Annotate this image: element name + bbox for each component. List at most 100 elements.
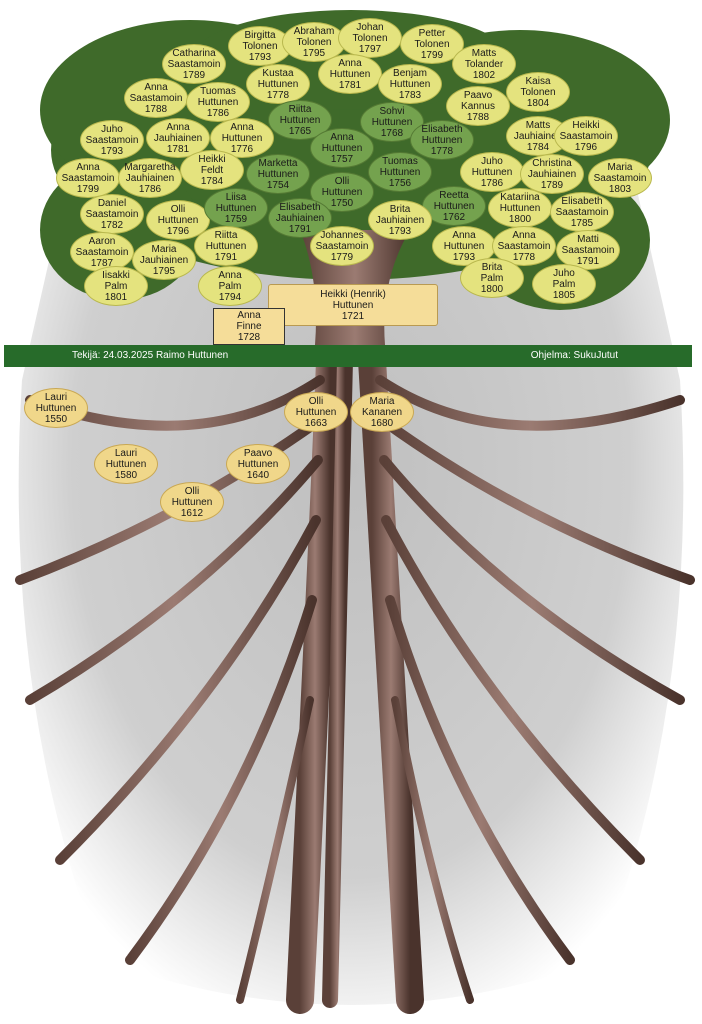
descendant-node[interactable]: Kustaa Huttunen 1778	[246, 64, 310, 104]
person-label: Margaretha Jauhiainen 1786	[124, 161, 176, 195]
person-label: Riitta Huttunen 1791	[205, 229, 247, 263]
person-label: Elisabeth Huttunen 1778	[421, 123, 463, 157]
descendant-node[interactable]: Reetta Huttunen 1762	[422, 186, 486, 226]
descendant-node[interactable]: Margaretha Jauhiainen 1786	[118, 158, 182, 198]
root-left	[236, 696, 314, 1004]
person-label: Anna Jauhiainen 1781	[153, 121, 203, 155]
descendant-node[interactable]: Aaron Saastamoin 1787	[70, 232, 134, 272]
ancestor-node[interactable]: Lauri Huttunen 1550	[24, 388, 88, 428]
person-label: Elisabeth Jauhiainen 1791	[275, 201, 325, 235]
person-label: Brita Jauhiainen 1793	[375, 203, 425, 237]
root-person-box[interactable]: Heikki (Henrik) Huttunen 1721	[268, 284, 438, 326]
person-label: Anna Saastamoin 1788	[129, 81, 183, 115]
person-label: Maria Jauhiainen 1795	[139, 243, 189, 277]
root-person-label: Heikki (Henrik) Huttunen 1721	[320, 288, 386, 322]
person-label: Daniel Saastamoin 1782	[85, 197, 139, 231]
descendant-node[interactable]: Anna Palm 1794	[198, 266, 262, 306]
person-label: Riitta Huttunen 1765	[279, 103, 321, 137]
spouse-box[interactable]: Anna Finne 1728	[213, 308, 285, 345]
person-label: Tuomas Huttunen 1756	[379, 155, 421, 189]
person-label: Kaisa Tolonen 1804	[520, 75, 556, 109]
person-label: Anna Huttunen 1757	[321, 131, 363, 165]
descendant-node[interactable]: Benjam Huttunen 1783	[378, 64, 442, 104]
person-label: Benjam Huttunen 1783	[389, 67, 431, 101]
descendant-node[interactable]: Tuomas Huttunen 1786	[186, 82, 250, 122]
descendant-node[interactable]: Elisabeth Jauhiainen 1791	[268, 198, 332, 238]
descendant-node[interactable]: Anna Saastamoin 1778	[492, 226, 556, 266]
descendant-node[interactable]: Kaisa Tolonen 1804	[506, 72, 570, 112]
descendant-node[interactable]: Heikki Feldt 1784	[180, 150, 244, 190]
person-label: Anna Huttunen 1781	[329, 57, 371, 91]
ancestor-node[interactable]: Paavo Huttunen 1640	[226, 444, 290, 484]
person-label: Anna Huttunen 1793	[443, 229, 485, 263]
person-label: Lauri Huttunen 1580	[105, 447, 147, 481]
person-label: Reetta Huttunen 1762	[433, 189, 475, 223]
root-left	[125, 595, 317, 965]
person-label: Anna Huttunen 1776	[221, 121, 263, 155]
descendant-node[interactable]: Liisa Huttunen 1759	[204, 188, 268, 228]
descendant-node[interactable]: Johannes Saastamoin 1779	[310, 226, 374, 266]
descendant-node[interactable]: Daniel Saastamoin 1782	[80, 194, 144, 234]
ancestor-node[interactable]: Maria Kananen 1680	[350, 392, 414, 432]
person-label: Catharina Saastamoin 1789	[167, 47, 221, 81]
person-label: Heikki Feldt 1784	[198, 153, 226, 187]
root-right	[379, 455, 685, 705]
person-label: Lauri Huttunen 1550	[35, 391, 77, 425]
descendant-node[interactable]: Heikki Saastamoin 1796	[554, 116, 618, 156]
descendant-node[interactable]: Christina Jauhiainen 1789	[520, 154, 584, 194]
person-label: Christina Jauhiainen 1789	[527, 157, 577, 191]
descendant-node[interactable]: Elisabeth Huttunen 1778	[410, 120, 474, 160]
descendant-node[interactable]: Matts Tolander 1802	[452, 44, 516, 84]
descendant-node[interactable]: Katariina Huttunen 1800	[488, 188, 552, 228]
descendant-node[interactable]: Anna Saastamoin 1788	[124, 78, 188, 118]
descendant-node[interactable]: Brita Palm 1800	[460, 258, 524, 298]
descendant-node[interactable]: Catharina Saastamoin 1789	[162, 44, 226, 84]
person-label: Elisabeth Saastamoin 1785	[555, 195, 609, 229]
descendant-node[interactable]: Riitta Huttunen 1791	[194, 226, 258, 266]
descendant-node[interactable]: Anna Jauhiainen 1781	[146, 118, 210, 158]
descendant-node[interactable]: Anna Huttunen 1781	[318, 54, 382, 94]
person-label: Aaron Saastamoin 1787	[75, 235, 129, 269]
root-right	[381, 515, 645, 865]
person-label: Olli Huttunen 1663	[295, 395, 337, 429]
root-center	[322, 352, 353, 1008]
person-label: Abraham Tolonen 1795	[293, 25, 335, 59]
descendant-node[interactable]: Birgitta Tolonen 1793	[228, 26, 292, 66]
program-label: Ohjelma: SukuJutut	[530, 350, 618, 361]
descendant-node[interactable]: Anna Huttunen 1793	[432, 226, 496, 266]
descendant-node[interactable]: Juho Saastamoin 1793	[80, 120, 144, 160]
root-right	[375, 375, 685, 431]
descendant-node[interactable]: Iisakki Palm 1801	[84, 266, 148, 306]
person-label: Maria Saastamoin 1803	[593, 161, 647, 195]
person-label: Matts Tolander 1802	[464, 47, 504, 81]
descendant-node[interactable]: Juho Huttunen 1786	[460, 152, 524, 192]
person-label: Liisa Huttunen 1759	[215, 191, 257, 225]
descendant-node[interactable]: Juho Palm 1805	[532, 264, 596, 304]
person-label: Paavo Huttunen 1640	[237, 447, 279, 481]
descendant-node[interactable]: Johan Tolonen 1797	[338, 18, 402, 58]
person-label: Matti Saastamoin 1791	[561, 233, 615, 267]
descendant-node[interactable]: Brita Jauhiainen 1793	[368, 200, 432, 240]
person-label: Paavo Kannus 1788	[461, 89, 495, 123]
descendant-node[interactable]: Petter Tolonen 1799	[400, 24, 464, 64]
ancestor-node[interactable]: Olli Huttunen 1612	[160, 482, 224, 522]
person-label: Juho Huttunen 1786	[471, 155, 513, 189]
ancestor-node[interactable]: Olli Huttunen 1663	[284, 392, 348, 432]
descendant-node[interactable]: Paavo Kannus 1788	[446, 86, 510, 126]
descendant-node[interactable]: Anna Saastamoin 1799	[56, 158, 120, 198]
person-label: Olli Huttunen 1750	[321, 175, 363, 209]
person-label: Brita Palm 1800	[480, 261, 504, 295]
person-label: Sohvi Huttunen 1768	[371, 105, 413, 139]
descendant-node[interactable]: Anna Huttunen 1757	[310, 128, 374, 168]
descendant-node[interactable]: Tuomas Huttunen 1756	[368, 152, 432, 192]
descendant-node[interactable]: Maria Jauhiainen 1795	[132, 240, 196, 280]
person-label: Anna Palm 1794	[218, 269, 242, 303]
descendant-node[interactable]: Matti Saastamoin 1791	[556, 230, 620, 270]
ancestor-node[interactable]: Lauri Huttunen 1580	[94, 444, 158, 484]
person-label: Olli Huttunen 1796	[157, 203, 199, 237]
descendant-node[interactable]: Elisabeth Saastamoin 1785	[550, 192, 614, 232]
descendant-node[interactable]: Maria Saastamoin 1803	[588, 158, 652, 198]
person-label: Juho Palm 1805	[552, 267, 576, 301]
descendant-node[interactable]: Marketta Huttunen 1754	[246, 154, 310, 194]
